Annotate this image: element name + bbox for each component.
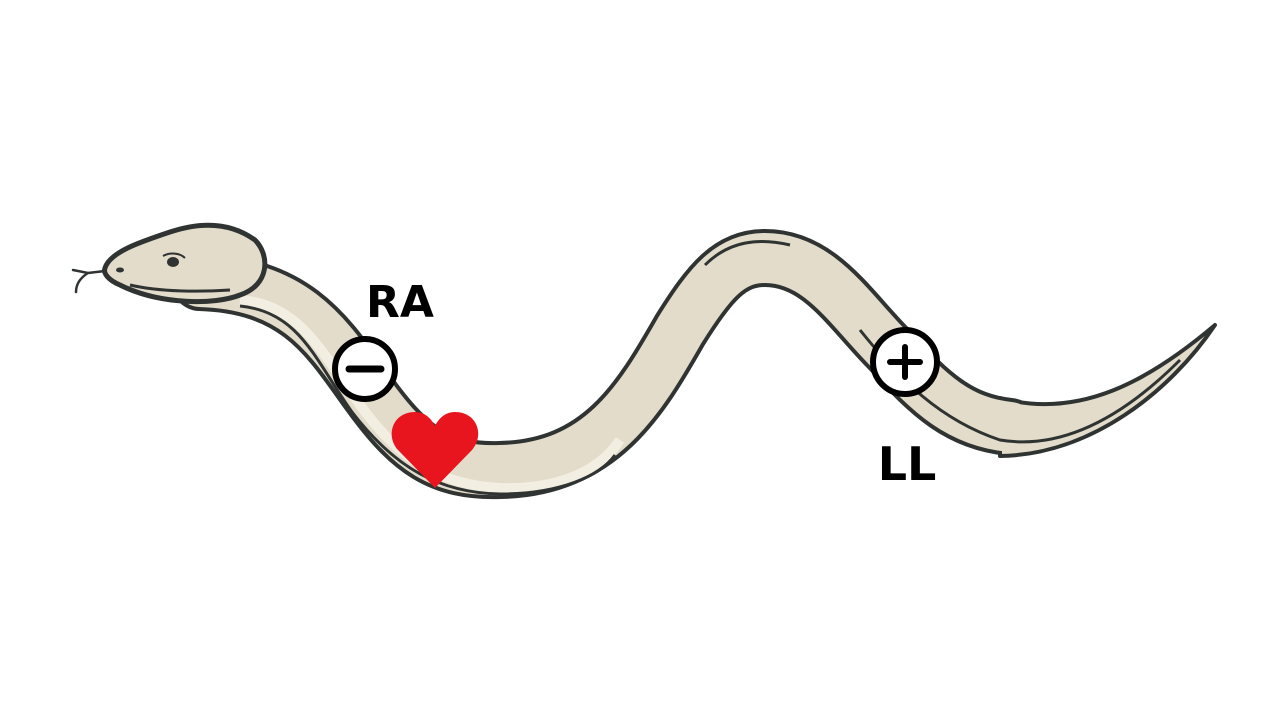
snake-nostril bbox=[116, 267, 124, 273]
ra-electrode bbox=[332, 336, 398, 402]
ll-label: LL bbox=[878, 437, 937, 491]
snake-tongue bbox=[71, 268, 107, 294]
snake-tail bbox=[998, 323, 1217, 458]
heart-icon bbox=[391, 412, 479, 488]
snake-head bbox=[102, 222, 268, 305]
snake bbox=[71, 222, 1217, 500]
ll-electrode bbox=[870, 327, 940, 397]
plus-icon bbox=[887, 344, 923, 380]
snake-eye bbox=[167, 257, 179, 267]
ra-label: RA bbox=[366, 277, 434, 328]
